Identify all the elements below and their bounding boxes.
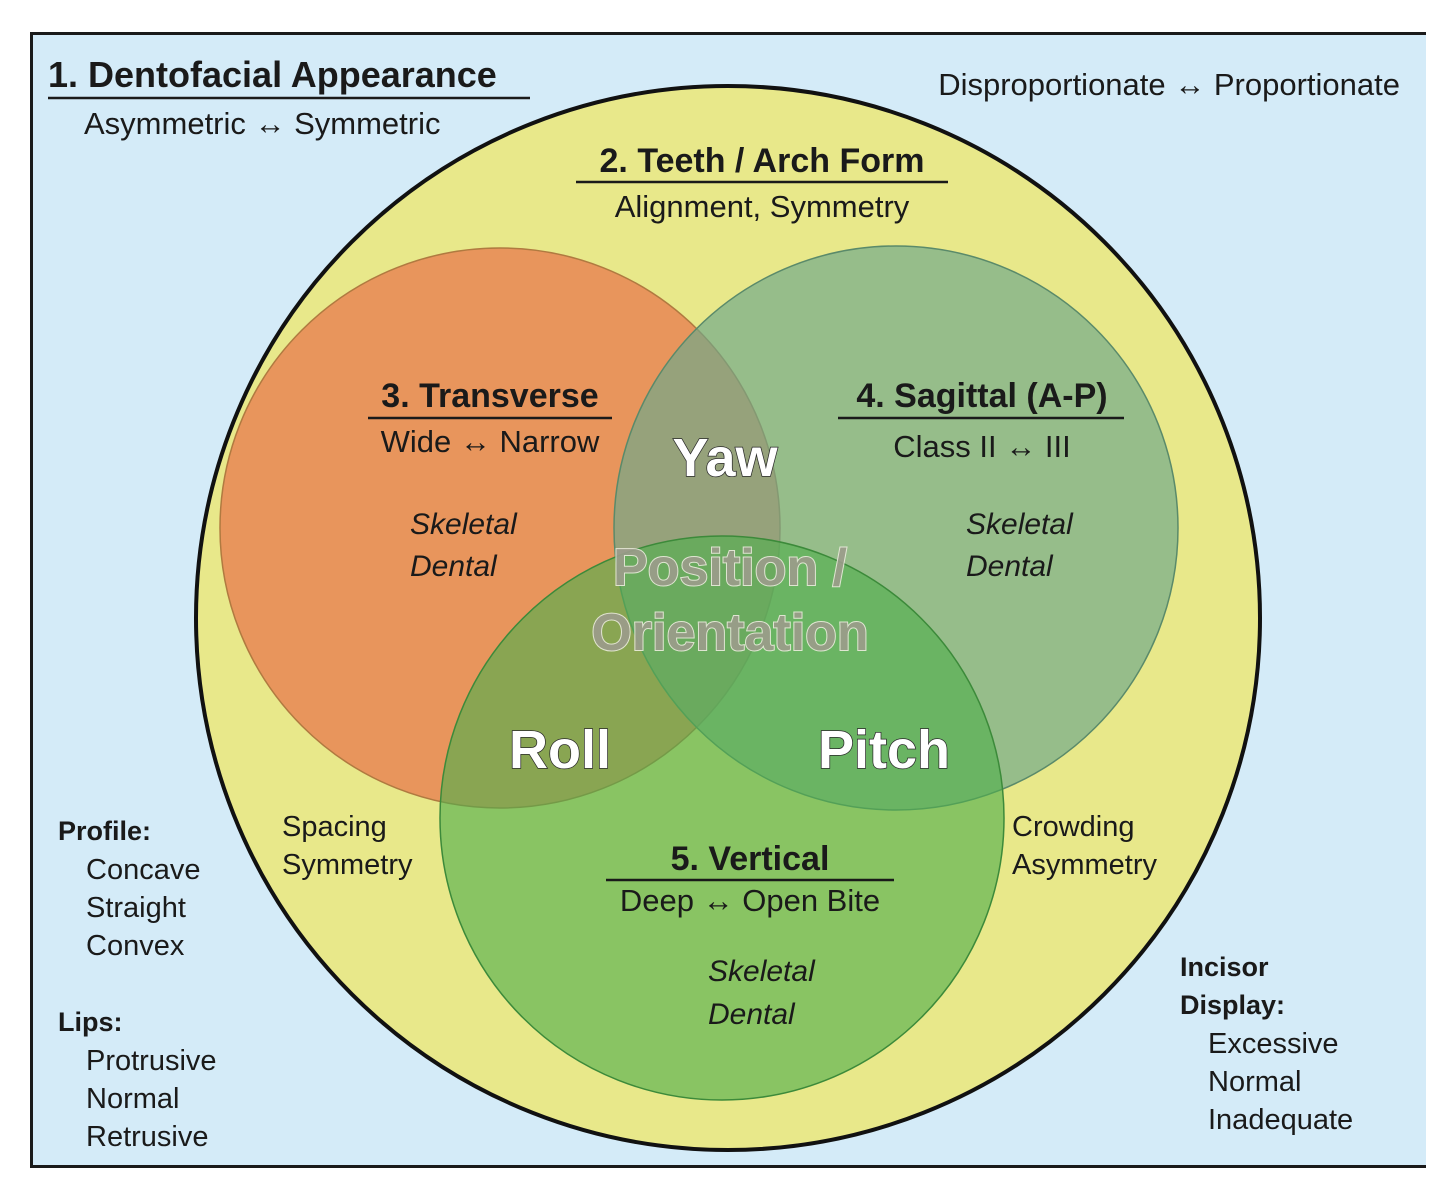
profile-label: Profile: — [58, 816, 151, 846]
lips-normal: Normal — [86, 1083, 179, 1115]
vertical-dental: Dental — [708, 998, 796, 1031]
incisor-normal: Normal — [1208, 1066, 1301, 1098]
lips-protrusive: Protrusive — [86, 1045, 217, 1077]
profile-convex: Convex — [86, 930, 185, 962]
lips-retrusive: Retrusive — [86, 1121, 209, 1153]
dentofacial-subtitle: Asymmetric ↔ Symmetric — [84, 106, 441, 141]
spacing-label: Spacing — [282, 811, 387, 843]
incisor-inadequate: Inadequate — [1208, 1104, 1353, 1136]
transverse-skeletal: Skeletal — [410, 508, 518, 541]
vertical-skeletal: Skeletal — [708, 955, 816, 988]
vertical-title: 5. Vertical — [671, 840, 830, 878]
vertical-subtitle: Deep ↔ Open Bite — [620, 883, 880, 918]
incisor-label: Incisor — [1180, 952, 1269, 982]
incisor-excessive: Excessive — [1208, 1028, 1339, 1060]
roll-label: Roll — [509, 720, 611, 780]
transverse-title: 3. Transverse — [381, 377, 598, 415]
profile-straight: Straight — [86, 892, 186, 924]
teeth-subtitle: Alignment, Symmetry — [615, 189, 910, 224]
lips-label: Lips: — [58, 1007, 123, 1037]
sagittal-title: 4. Sagittal (A-P) — [856, 377, 1107, 415]
transverse-dental: Dental — [410, 550, 498, 583]
display-label: Display: — [1180, 990, 1285, 1020]
position-label: Position / — [613, 539, 847, 597]
proportion-label: Disproportionate ↔ Proportionate — [938, 67, 1400, 102]
transverse-subtitle: Wide ↔ Narrow — [381, 424, 600, 459]
dentofacial-title: 1. Dentofacial Appearance — [48, 54, 497, 95]
yaw-label: Yaw — [672, 428, 778, 488]
asymmetry-label: Asymmetry — [1012, 849, 1158, 881]
sagittal-dental: Dental — [966, 550, 1054, 583]
sagittal-subtitle: Class II ↔ III — [893, 429, 1070, 464]
teeth-title: 2. Teeth / Arch Form — [600, 142, 925, 180]
crowding-label: Crowding — [1012, 811, 1135, 843]
vertical-circle — [439, 535, 1005, 1101]
symmetry-label: Symmetry — [282, 849, 413, 881]
profile-concave: Concave — [86, 854, 200, 886]
sagittal-skeletal: Skeletal — [966, 508, 1074, 541]
orientation-label: Orientation — [591, 604, 868, 662]
pitch-label: Pitch — [818, 720, 950, 780]
